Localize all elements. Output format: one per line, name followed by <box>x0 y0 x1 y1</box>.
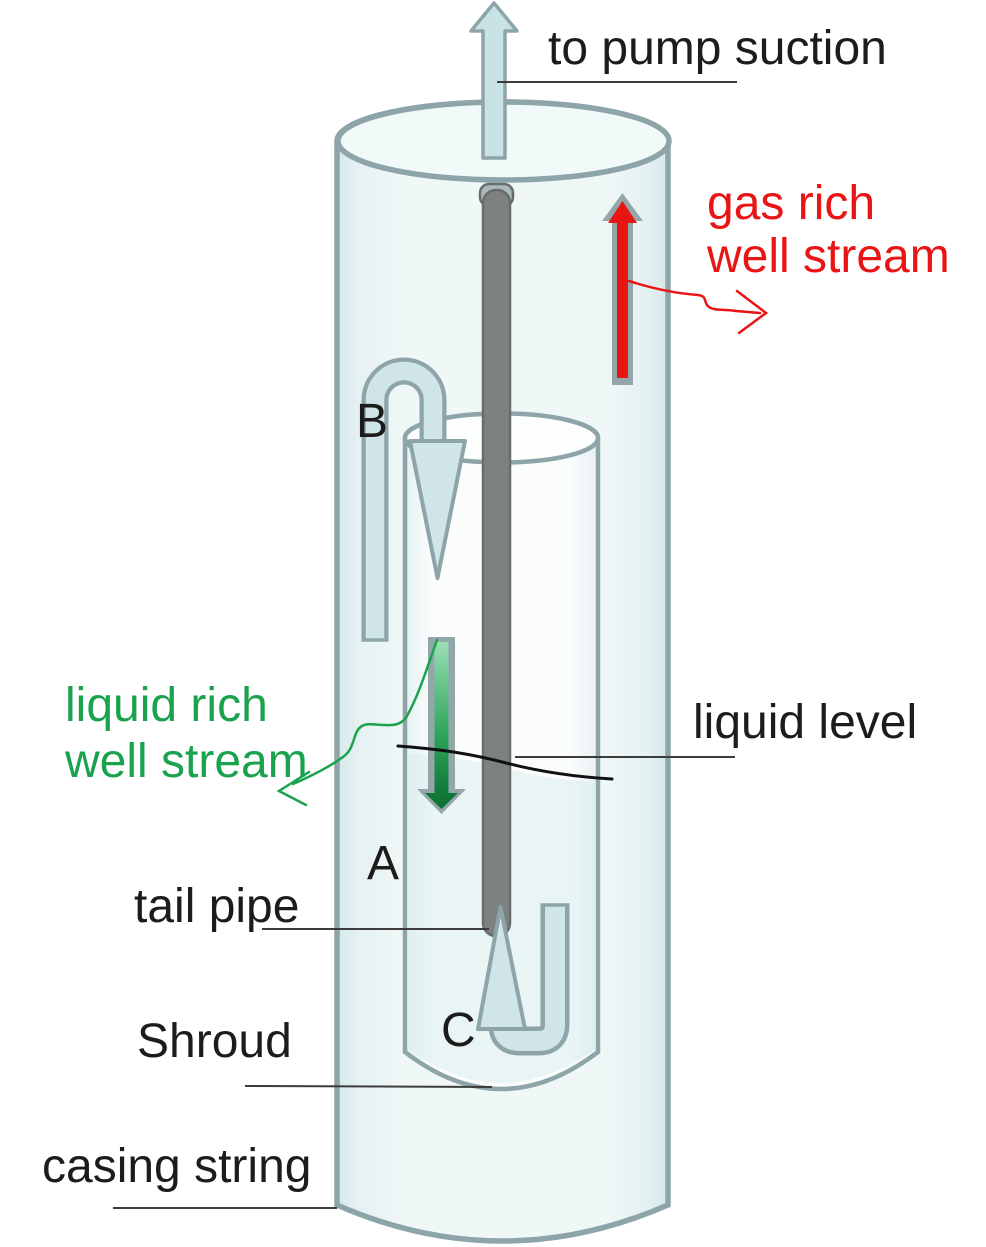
tail-pipe-label: tail pipe <box>134 880 299 933</box>
shroud-label: Shroud <box>137 1015 292 1068</box>
gas-rich-label-line1: gas rich <box>707 177 875 230</box>
c-up-arrow <box>476 905 527 1031</box>
point-b-label: B <box>356 395 388 448</box>
tail-pipe-body <box>481 188 512 938</box>
shroud-leader <box>244 1085 493 1088</box>
pump-suction-arrow <box>469 1 519 160</box>
liquid-rich-label-line1: liquid rich <box>65 679 268 732</box>
liquid-rich-label-line2: well stream <box>64 735 308 788</box>
liquid-flow-arrow <box>425 642 458 809</box>
casing-string-label: casing string <box>42 1140 311 1193</box>
liquid-pointer-head <box>276 770 311 807</box>
pump-suction-label: to pump suction <box>548 22 887 75</box>
gas-arrow <box>608 201 637 378</box>
point-a-label: A <box>367 837 399 890</box>
b-tube-core <box>365 361 443 639</box>
gas-pointer-line <box>627 279 762 315</box>
liquid-pointer-line <box>291 638 439 786</box>
gas-rich-label-line2: well stream <box>706 230 950 283</box>
point-c-label: C <box>441 1004 476 1057</box>
gas-pointer-head <box>735 289 769 335</box>
c-tube-core <box>493 906 565 1051</box>
liquid-level-label: liquid level <box>693 696 917 749</box>
b-down-arrow <box>408 439 467 580</box>
liquid-level-line <box>396 744 614 781</box>
